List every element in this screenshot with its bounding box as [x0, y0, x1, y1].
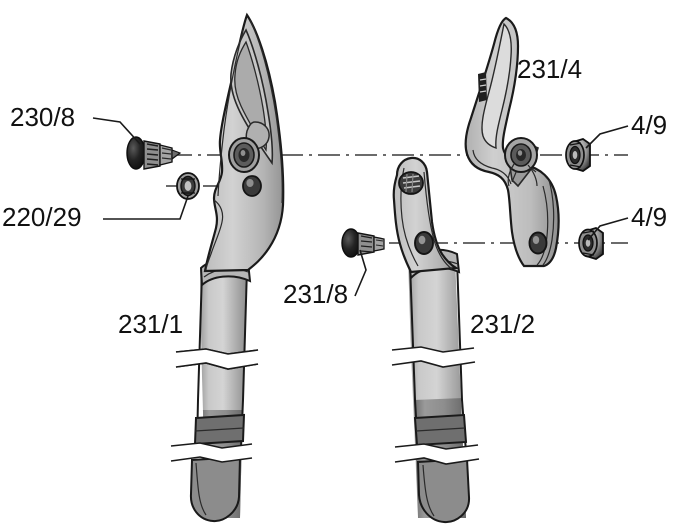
- hook-blade-body: [464, 16, 560, 268]
- label-4-9-upper: 4/9: [631, 110, 667, 140]
- part-230-8-pivot-bolt[interactable]: [126, 136, 182, 170]
- label-231-2: 231/2: [470, 309, 535, 339]
- nut-4-9-upper-facets: [569, 142, 582, 168]
- hook-blade-lower-hole: [528, 231, 548, 255]
- handle-left-break-lower: [170, 442, 253, 463]
- bolt-231-8-knurl: [360, 235, 373, 253]
- label-230-8: 230/8: [10, 102, 75, 132]
- nut-4-9-lower-hole: [585, 239, 591, 247]
- blade-left-lower-hole: [242, 175, 262, 197]
- leader-220-29: [103, 195, 189, 220]
- washer-220-29-bore: [184, 181, 192, 191]
- handle-left-grip-line: [194, 427, 245, 432]
- leader-4-9-upper: [585, 125, 629, 149]
- bolt-230-8-head: [126, 136, 146, 170]
- bolt-231-8-thread: [375, 239, 384, 247]
- link-arm-top-detail: [398, 171, 424, 195]
- handle-left-break-upper: [175, 348, 259, 370]
- handle-left-end-cap: [189, 455, 242, 523]
- hook-blade-pivot-boss: [504, 137, 539, 188]
- handle-right-break-upper: [391, 346, 476, 368]
- handle-right-end-cap: [416, 457, 471, 524]
- handle-left-cap-shade: [195, 462, 207, 516]
- blade-left-edge-line: [217, 29, 244, 197]
- leader-231-8: [354, 249, 367, 297]
- part-231-4-hook-blade-right[interactable]: [464, 16, 560, 268]
- bolt-230-8-thread: [161, 147, 172, 160]
- part-231-2-link-arm-middle[interactable]: [391, 156, 480, 524]
- part-labels-group: 230/8 220/29 231/1 231/8 231/2 231/4 4/9…: [2, 54, 667, 339]
- label-4-9-lower: 4/9: [631, 202, 667, 232]
- nut-4-9-lower-facets: [582, 230, 595, 256]
- hook-blade-marking: [478, 72, 487, 102]
- bolt-230-8-shank: [159, 144, 173, 166]
- part-231-1-anvil-blade-left[interactable]: [170, 12, 285, 523]
- part-220-29-spacer-washer[interactable]: [176, 172, 200, 200]
- bolt-230-8-tip: [171, 149, 182, 161]
- leader-4-9-lower: [587, 217, 629, 241]
- label-231-1: 231/1: [118, 309, 183, 339]
- leader-lines-group: [92, 117, 629, 297]
- part-4-9-upper-hex-nut[interactable]: [565, 138, 591, 172]
- blade-left-spine: [249, 19, 283, 204]
- bolt-231-8-collar: [357, 232, 375, 256]
- label-231-4: 231/4: [517, 54, 582, 84]
- washer-220-29-faces: [181, 178, 195, 194]
- nut-4-9-upper-hole: [572, 151, 578, 159]
- label-220-29: 220/29: [2, 202, 82, 232]
- blade-left-pivot-hole: [228, 137, 260, 173]
- handle-right-cap-shade: [422, 464, 435, 517]
- link-arm-pivot-hole: [414, 231, 434, 255]
- label-231-8: 231/8: [283, 279, 348, 309]
- handle-right-grip-line: [415, 427, 466, 432]
- bolt-230-8-knurl: [146, 143, 159, 166]
- leader-230-8: [92, 117, 141, 145]
- part-231-8-link-bolt[interactable]: [341, 228, 385, 258]
- blade-left-notch-detail: [205, 199, 224, 271]
- hook-blade-inner-curve: [472, 149, 512, 185]
- handle-right-break-lower: [394, 443, 480, 465]
- hook-blade-outer-curve: [542, 179, 555, 266]
- part-4-9-lower-hex-nut[interactable]: [578, 227, 604, 260]
- hook-blade-highlight: [481, 22, 512, 150]
- link-arm-rib-right: [423, 171, 453, 270]
- bolt-231-8-shank: [373, 236, 385, 252]
